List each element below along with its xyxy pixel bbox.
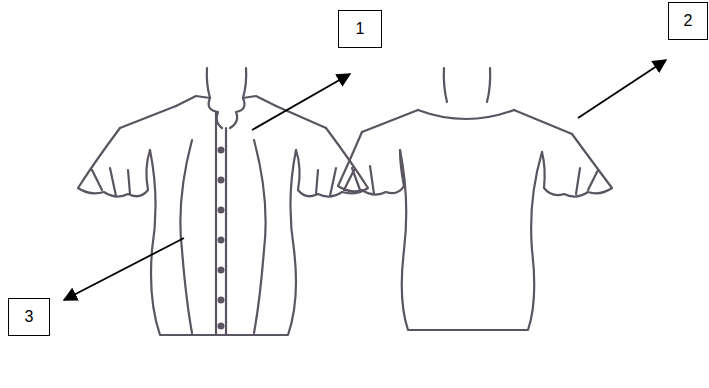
leader-line (64, 238, 184, 300)
front-buttons (218, 147, 225, 330)
front-princess-seams (180, 140, 265, 333)
front-shoulders (120, 106, 326, 128)
back-shoulders (362, 110, 572, 134)
callout-number: 3 (25, 308, 34, 326)
callout-box: 2 (668, 2, 708, 40)
front-right-sleeve (296, 128, 368, 197)
callout-box: 1 (338, 10, 382, 48)
front-neck (207, 68, 246, 98)
front-left-sleeve (78, 128, 150, 197)
front-body-outline (150, 150, 296, 335)
callout-number: 2 (684, 12, 693, 30)
callout-number: 1 (356, 20, 365, 38)
back-neckline (418, 110, 514, 119)
front-collar (176, 96, 276, 128)
back-neck (444, 68, 490, 102)
leader-line (252, 74, 350, 130)
back-right-sleeve (542, 134, 612, 197)
back-left-sleeve (338, 132, 404, 195)
back-body-outline (400, 150, 542, 330)
leader-line (578, 60, 666, 118)
front-placket (216, 112, 226, 335)
callout-box: 3 (8, 298, 50, 336)
